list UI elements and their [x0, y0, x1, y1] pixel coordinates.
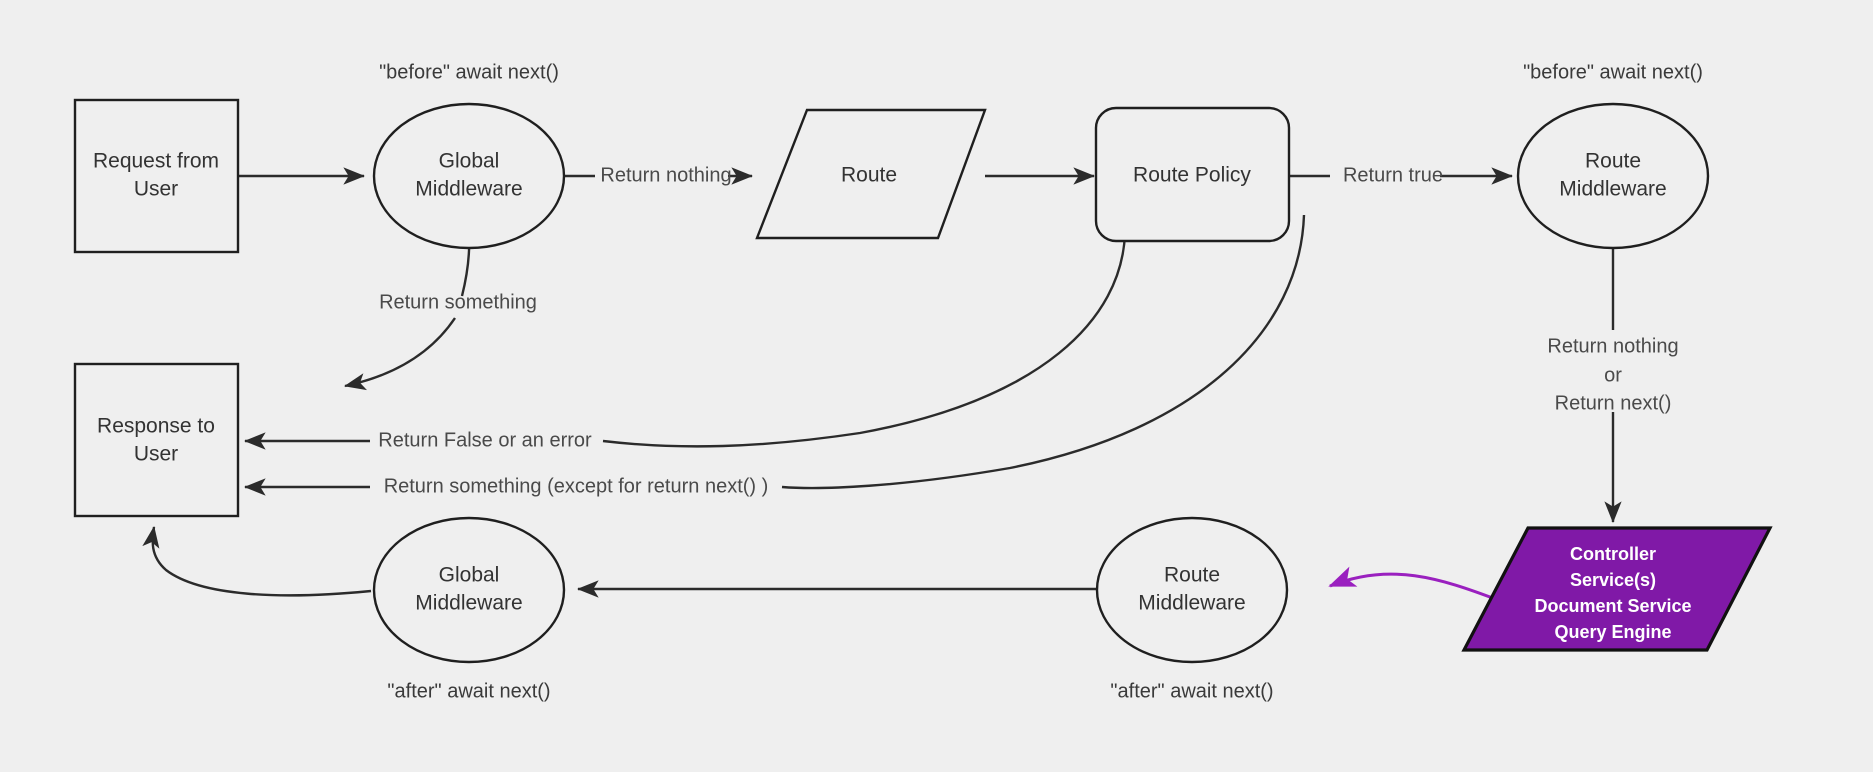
node-route-middleware-top[interactable]: [1516, 102, 1710, 250]
edge-label-return-nothing-or-next-line2: or: [1604, 364, 1622, 386]
node-global-middleware-bottom[interactable]: [372, 516, 566, 664]
edge-label-return-true: Return true: [1343, 164, 1443, 186]
edge-label-return-nothing: Return nothing: [600, 164, 731, 186]
edge-controller-to-route-middleware-bottom: [1328, 566, 1499, 602]
label-route: Route: [841, 164, 897, 187]
label-request-from-user-line1: Request from: [93, 150, 219, 173]
label-route-middleware-bottom-line2: Middleware: [1138, 592, 1245, 615]
annotation-after-await-next-global: "after" await next(): [387, 680, 550, 702]
node-route[interactable]: [755, 108, 987, 240]
annotation-before-await-next-route: "before" await next(): [1523, 61, 1703, 83]
edge-global-middleware-return-something-lower: [344, 317, 456, 391]
label-request-from-user-line2: User: [134, 178, 178, 201]
annotation-after-await-next-route: "after" await next(): [1110, 680, 1273, 702]
node-request-from-user[interactable]: [73, 98, 240, 254]
annotation-before-await-next-global: "before" await next(): [379, 61, 559, 83]
label-global-middleware-bottom-line1: Global: [439, 564, 500, 587]
edge-label-return-something-except: Return something (except for return next…: [384, 475, 769, 497]
node-route-middleware-bottom[interactable]: [1095, 516, 1289, 664]
label-response-to-user-line2: User: [134, 443, 178, 466]
node-response-to-user[interactable]: [73, 362, 240, 518]
node-controller-services[interactable]: [1461, 526, 1773, 652]
edge-route-policy-return-false-curve: [602, 232, 1127, 448]
edge-label-return-something: Return something: [379, 291, 537, 313]
label-route-middleware-top-line2: Middleware: [1559, 178, 1666, 201]
node-global-middleware-top[interactable]: [372, 102, 566, 250]
node-route-policy[interactable]: [1094, 106, 1291, 243]
label-controller-line3: Document Service: [1534, 596, 1691, 616]
edge-label-return-nothing-or-next-line1: Return nothing: [1547, 335, 1678, 357]
edge-route-middleware-return-something-curve: [781, 214, 1306, 490]
label-global-middleware-top-line2: Middleware: [415, 178, 522, 201]
label-route-middleware-bottom-line1: Route: [1164, 564, 1220, 587]
label-global-middleware-top-line1: Global: [439, 150, 500, 173]
label-controller-line1: Controller: [1570, 544, 1656, 564]
label-response-to-user-line1: Response to: [97, 415, 215, 438]
edge-label-return-nothing-or-next-line3: Return next(): [1555, 392, 1672, 414]
edge-label-return-false-or-error: Return False or an error: [378, 429, 592, 451]
label-route-middleware-top-line1: Route: [1585, 150, 1641, 173]
edge-global-middleware-bottom-to-response: [142, 526, 372, 597]
label-global-middleware-bottom-line2: Middleware: [415, 592, 522, 615]
label-route-policy: Route Policy: [1133, 164, 1251, 187]
label-controller-line2: Service(s): [1570, 570, 1656, 590]
label-controller-line4: Query Engine: [1554, 622, 1671, 642]
